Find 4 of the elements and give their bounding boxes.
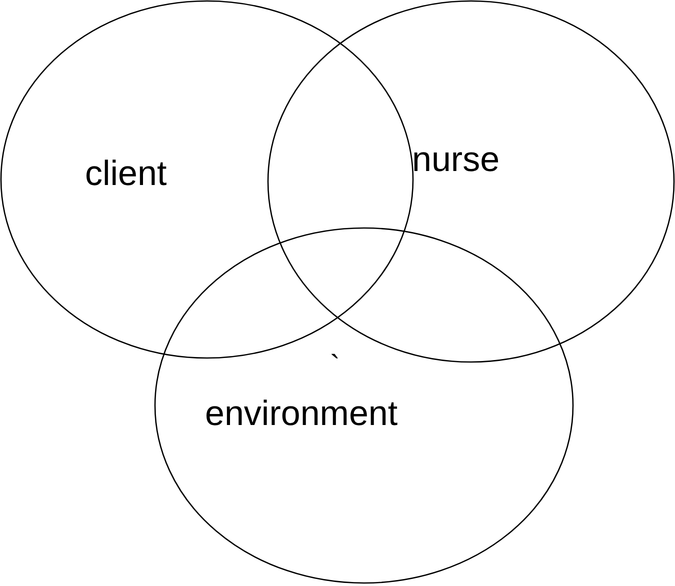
- circle-label: environment: [205, 396, 398, 431]
- stray-mark: `: [330, 352, 340, 382]
- circle-label: client: [85, 156, 167, 191]
- circle-label: nurse: [412, 142, 500, 177]
